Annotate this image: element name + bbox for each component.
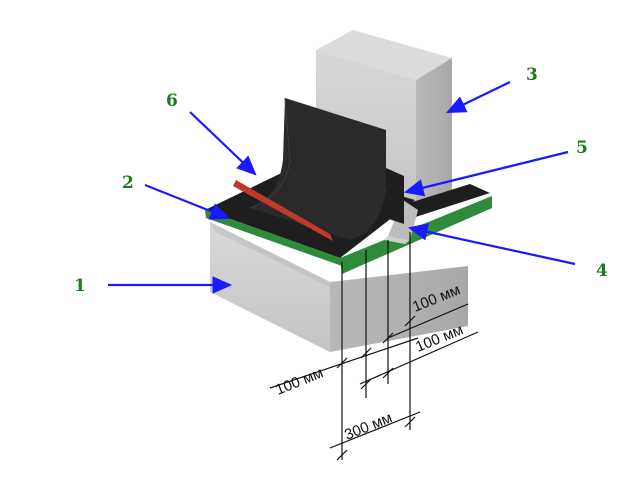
callout-1: 1 bbox=[74, 276, 86, 296]
arrow-4 bbox=[407, 223, 576, 266]
dimension-lines bbox=[269, 232, 479, 461]
dim-label-bottom: 300 мм bbox=[342, 409, 395, 443]
arrow-6 bbox=[189, 111, 257, 176]
arrow-5 bbox=[403, 150, 569, 197]
arrow-3 bbox=[446, 81, 511, 113]
callout-3: 3 bbox=[526, 65, 538, 85]
callout-arrows bbox=[108, 81, 576, 294]
callout-6: 6 bbox=[166, 91, 178, 111]
upper-membrane-with-red-edge bbox=[233, 97, 386, 241]
base-block bbox=[210, 222, 468, 352]
vertical-membrane-strip bbox=[386, 168, 404, 224]
callout-2: 2 bbox=[122, 173, 134, 193]
dim-label-left: 100 мм bbox=[273, 364, 326, 398]
arrow-2 bbox=[144, 183, 231, 220]
callout-5: 5 bbox=[576, 138, 588, 158]
callout-4: 4 bbox=[596, 261, 608, 281]
